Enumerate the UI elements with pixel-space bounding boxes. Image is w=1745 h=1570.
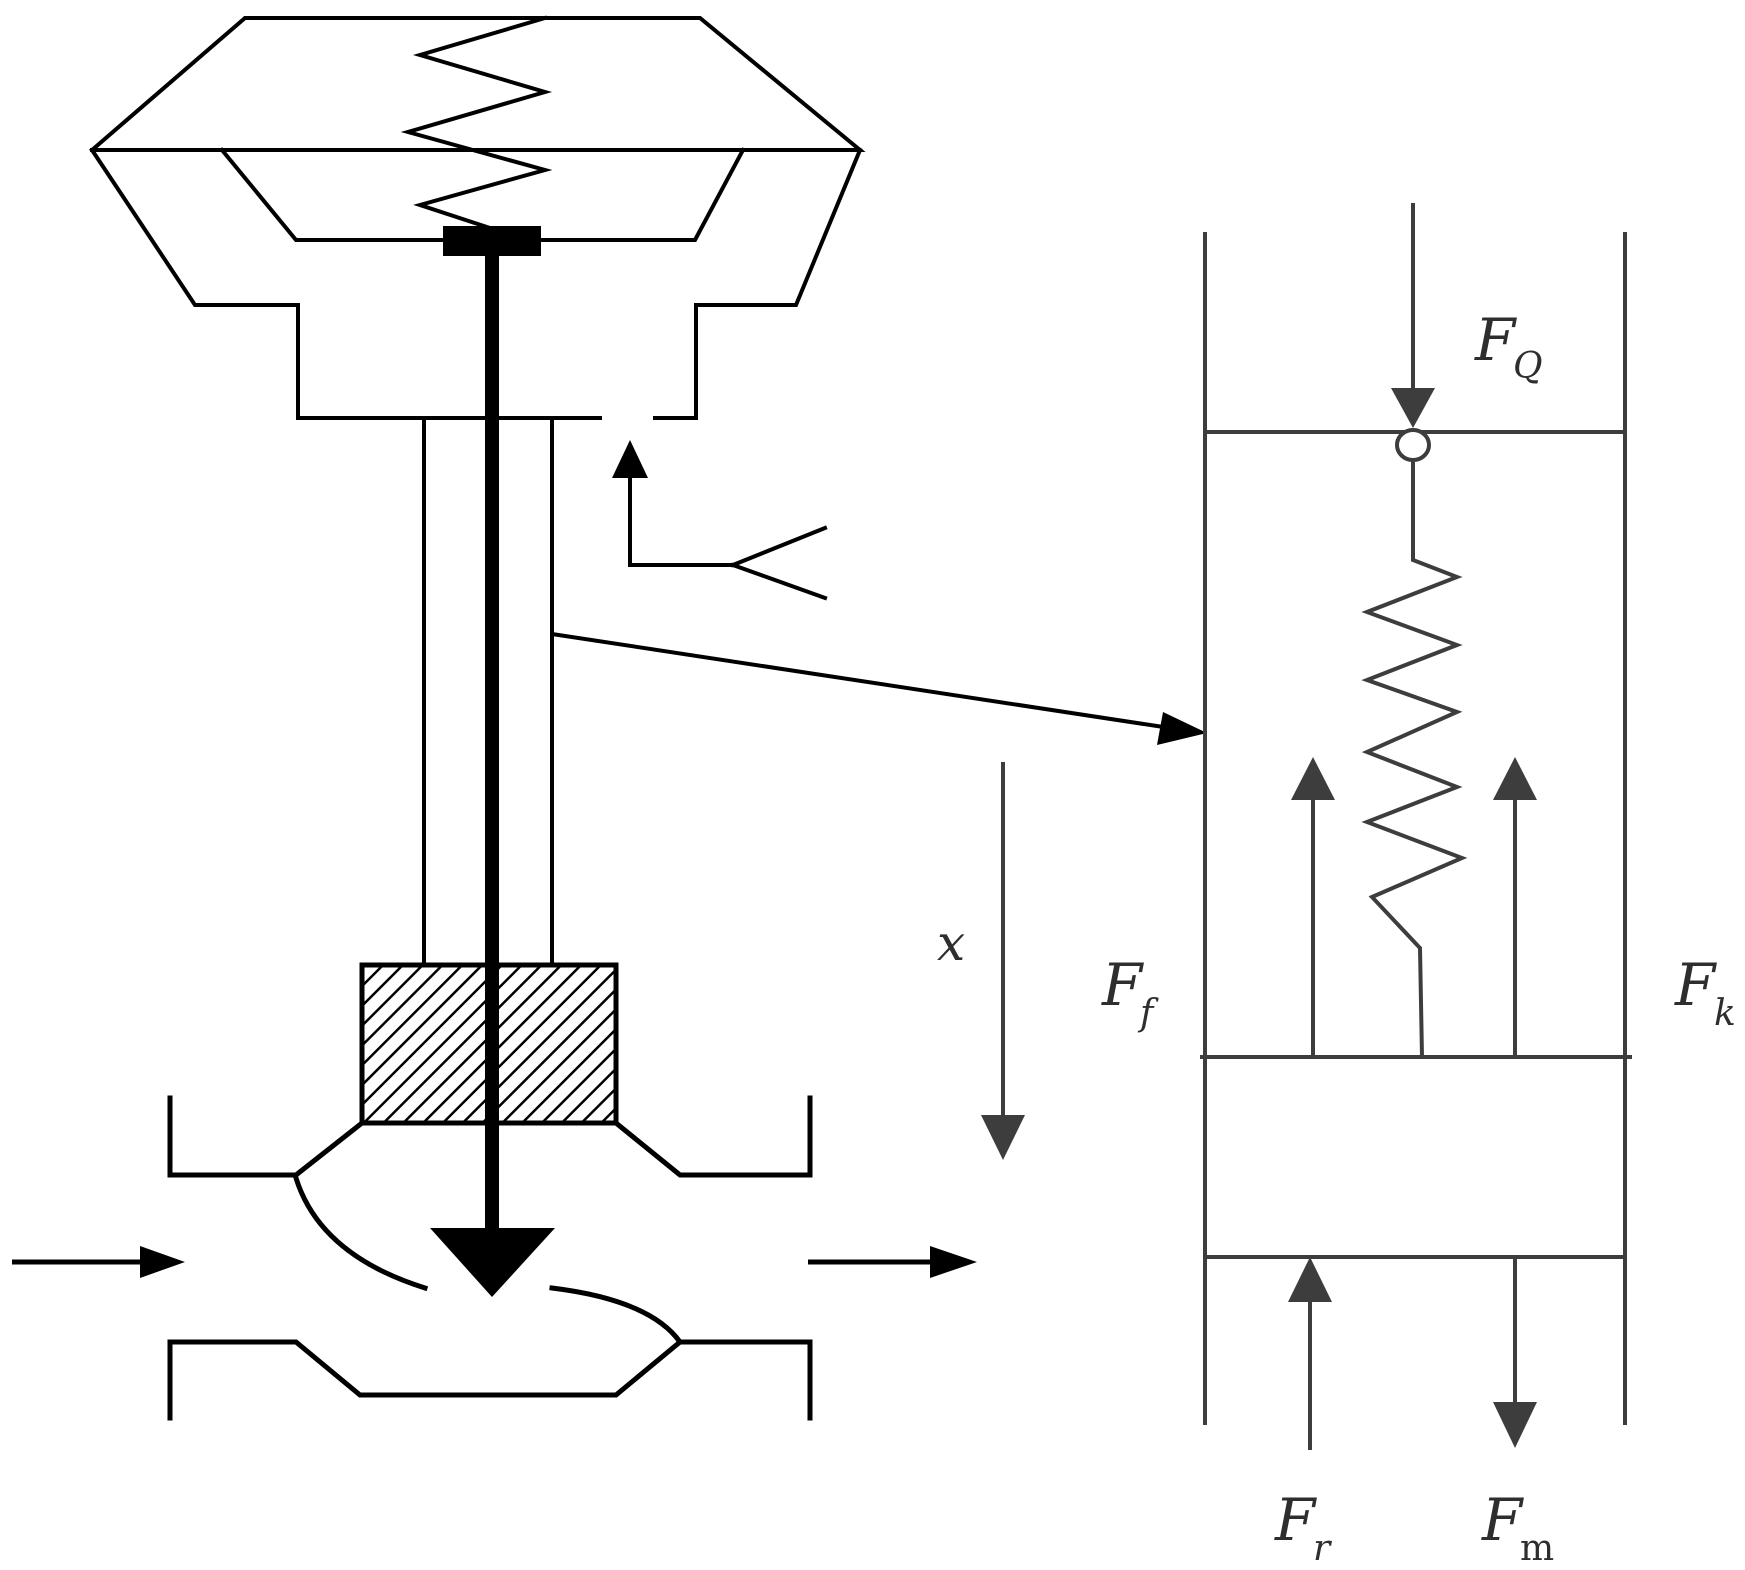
label-fm: F m [1481,1486,1554,1569]
stem-arrow-icon [430,1228,555,1297]
force-m-arrow-icon [1493,1257,1537,1448]
label-fr: F r [1274,1486,1332,1569]
spring-icon [1361,460,1468,1058]
displacement-x-arrow-icon [981,762,1025,1160]
label-ff: F f [1101,951,1159,1034]
valve-schematic [12,15,1207,1421]
actuator-spring-icon [400,15,553,231]
detail-pointer-arrow-icon [551,632,1207,745]
svg-text:F: F [1101,951,1144,1019]
label-fq: F Q [1474,306,1543,387]
actuator-housing [89,16,866,420]
label-x: x [937,914,965,972]
inlet-arrow-icon [12,1246,185,1278]
force-r-arrow-icon [1288,1257,1332,1450]
svg-text:k: k [1714,993,1736,1034]
free-body-diagram [981,203,1632,1450]
valve-body [167,1095,813,1421]
label-fk: F k [1674,951,1736,1034]
force-q-arrow-icon [1391,203,1435,428]
svg-text:F: F [1474,306,1517,374]
outlet-arrow-icon [808,1246,977,1278]
svg-text:F: F [1274,1486,1317,1554]
force-k-arrow-icon [1493,757,1537,1057]
svg-text:m: m [1520,1528,1554,1569]
pivot-circle-icon [1395,428,1431,462]
svg-text:F: F [1481,1486,1524,1554]
force-f-arrow-icon [1291,757,1335,1057]
svg-text:F: F [1674,951,1717,1019]
svg-text:f: f [1137,993,1159,1034]
signal-input-icon [612,440,828,601]
svg-text:r: r [1313,1528,1332,1569]
svg-text:Q: Q [1513,346,1543,387]
